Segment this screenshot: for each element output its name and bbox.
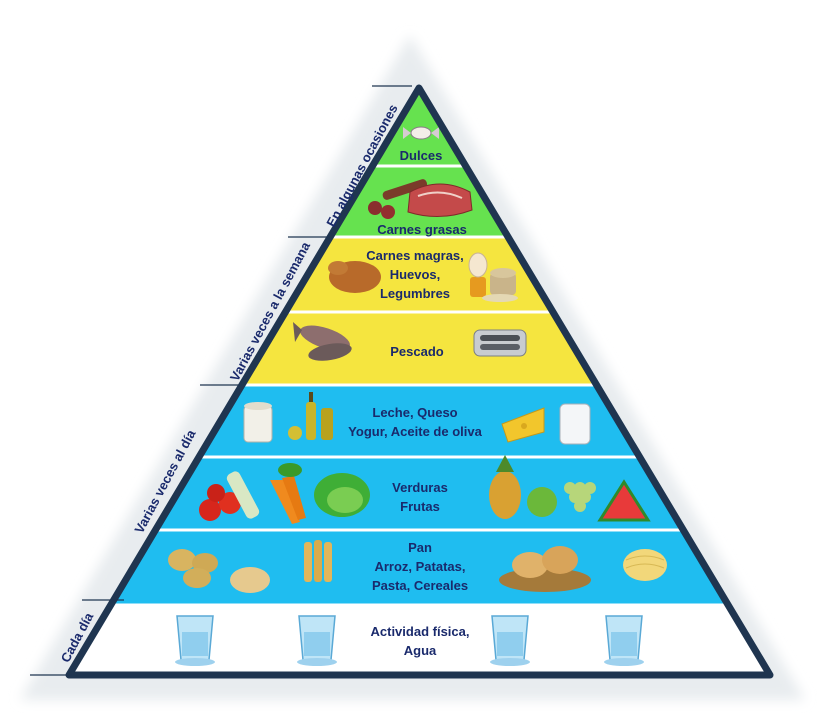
apple-icon: [527, 487, 557, 517]
tier-label-line: Carnes magras,: [366, 248, 464, 263]
tier-label-line: Carnes magras, Huevos, Legumbres: [350, 246, 480, 303]
olive-oil-icon: [288, 392, 333, 440]
rice-icon: [230, 567, 270, 593]
candy-icon: [403, 126, 439, 140]
sausage-icon: [368, 179, 428, 219]
tier-label-line: Actividad física, Agua: [355, 622, 485, 660]
pineapple-icon: [489, 455, 521, 519]
cheese-icon: [501, 407, 545, 443]
tier-label-agua: Actividad física, Agua: [355, 622, 485, 660]
fish-icon: [293, 322, 352, 361]
red-meat-icon: [407, 183, 473, 218]
yogurt-icon: [243, 402, 273, 443]
pasta-icon: [623, 549, 667, 581]
bread-basket-icon: [499, 546, 591, 592]
water-glass-icon: [604, 615, 644, 666]
tier-label-carnes-magras: Carnes magras, Huevos, Legumbres: [350, 246, 480, 303]
tier-label-line: Arroz, Patatas,: [374, 559, 466, 574]
milk-glass-icon: [559, 403, 591, 445]
water-glass-icon: [175, 615, 215, 666]
legumes-icon: [482, 268, 518, 302]
grapes-icon: [564, 482, 596, 512]
water-glass-icon: [297, 615, 337, 666]
pyramid-outline: [65, 84, 774, 679]
tier-label-line: Actividad física,: [370, 624, 470, 639]
tier-label-line: Leche, Queso: [372, 405, 458, 420]
tier-label-line: Yogur, Aceite de oliva: [348, 424, 482, 439]
potatoes-icon: [168, 549, 218, 588]
tier-label-dulces: Dulces: [399, 148, 443, 163]
tier-label-line: Pasta, Cereales: [371, 578, 469, 593]
water-glass-icon: [490, 615, 530, 666]
carrots-icon: [270, 463, 306, 524]
tier-label-line: Frutas: [400, 499, 440, 514]
tier-label-pescado: Pescado: [390, 344, 444, 359]
tier-label-line: Legumbres: [379, 286, 451, 301]
tier-label-line: Huevos,: [389, 267, 441, 282]
egg-icon: [468, 252, 488, 297]
tier-label-line: Verduras: [392, 480, 448, 495]
watermelon-icon: [597, 479, 651, 522]
sardine-tin-icon: [473, 329, 527, 357]
tier-label-carnes-grasas: Carnes grasas: [377, 222, 467, 237]
wheat-icon: [304, 540, 332, 582]
tier-label-line: Agua: [403, 643, 437, 658]
tomatoes-icon: [199, 471, 260, 521]
side-brackets: [30, 85, 412, 676]
tier-label-line: Pan: [408, 540, 432, 555]
roast-chicken-icon: [328, 261, 381, 293]
lettuce-icon: [314, 473, 370, 517]
